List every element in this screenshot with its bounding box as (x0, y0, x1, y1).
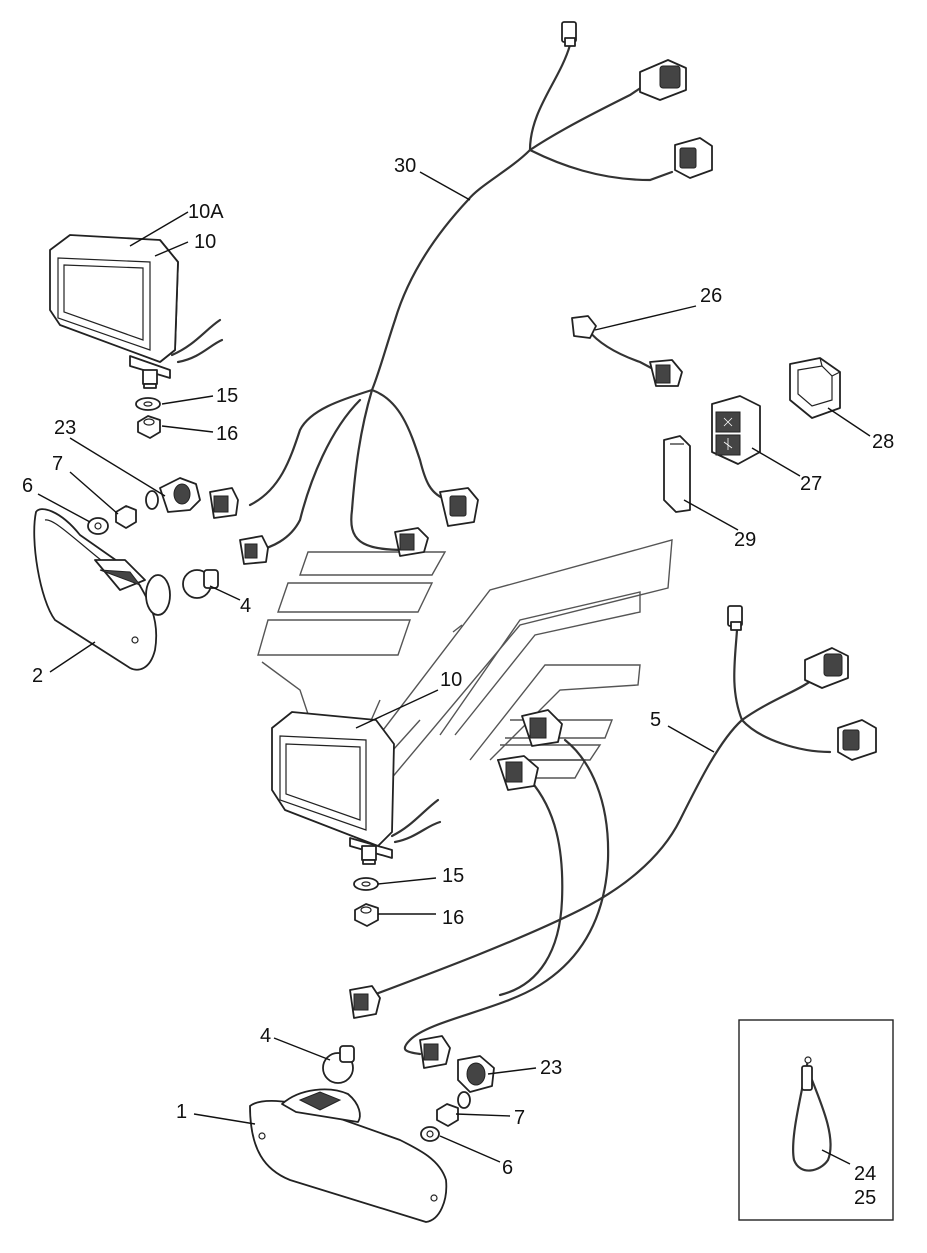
callout-23-bottom: 23 (540, 1057, 562, 1079)
inset-cable-tie (738, 1019, 894, 1221)
nut-16-bottom (354, 903, 379, 927)
work-light-10-bottom (271, 711, 442, 865)
washer-6-top (87, 517, 109, 535)
callout-29: 29 (734, 529, 756, 551)
bulb-4-top (182, 569, 219, 599)
callout-24: 24 (854, 1163, 876, 1185)
callout-labels: 10A 10 15 16 23 7 6 4 2 30 26 28 27 29 1… (22, 155, 894, 1209)
callout-27: 27 (800, 473, 822, 495)
callout-15-bottom: 15 (442, 865, 464, 887)
callout-7-top: 7 (52, 453, 63, 475)
callout-26: 26 (700, 285, 722, 307)
nut-16-top (137, 415, 161, 439)
callout-2: 2 (32, 665, 43, 687)
bulb-socket-23-bottom (457, 1055, 495, 1109)
callout-4-top: 4 (240, 595, 251, 617)
callout-5: 5 (650, 709, 661, 731)
lamp-housing-2 (33, 508, 171, 671)
washer-15-top (135, 397, 161, 411)
bulb-socket-23-top (145, 477, 201, 513)
callout-6-top: 6 (22, 475, 33, 497)
callout-16-top: 16 (216, 423, 238, 445)
callout-6-bottom: 6 (502, 1157, 513, 1179)
washer-6-bottom (420, 1126, 440, 1142)
nut-7-top (115, 505, 137, 529)
bracket-28 (789, 357, 841, 419)
bulb-4-bottom (322, 1045, 355, 1084)
callout-4-bottom: 4 (260, 1025, 271, 1047)
harness-26 (571, 315, 683, 387)
switch-27 (711, 395, 761, 465)
callout-25: 25 (854, 1187, 876, 1209)
callout-10-bottom: 10 (440, 669, 462, 691)
callout-30: 30 (394, 155, 416, 177)
work-light-10-top (49, 234, 224, 389)
callout-7-bottom: 7 (514, 1107, 525, 1129)
harness-30 (209, 21, 713, 565)
callout-10a-top: 10A (188, 201, 224, 223)
plate-29 (663, 435, 691, 513)
callout-10-top: 10 (194, 231, 216, 253)
washer-15-bottom (353, 877, 379, 891)
callout-1: 1 (176, 1101, 187, 1123)
callout-23-top: 23 (54, 417, 76, 439)
nut-7-bottom (436, 1103, 459, 1127)
harness-5 (349, 605, 877, 1069)
lamp-housing-1 (249, 1088, 448, 1223)
leader-lines (37, 171, 871, 1165)
callout-28: 28 (872, 431, 894, 453)
callout-16-bottom: 16 (442, 907, 464, 929)
callout-15-top: 15 (216, 385, 238, 407)
